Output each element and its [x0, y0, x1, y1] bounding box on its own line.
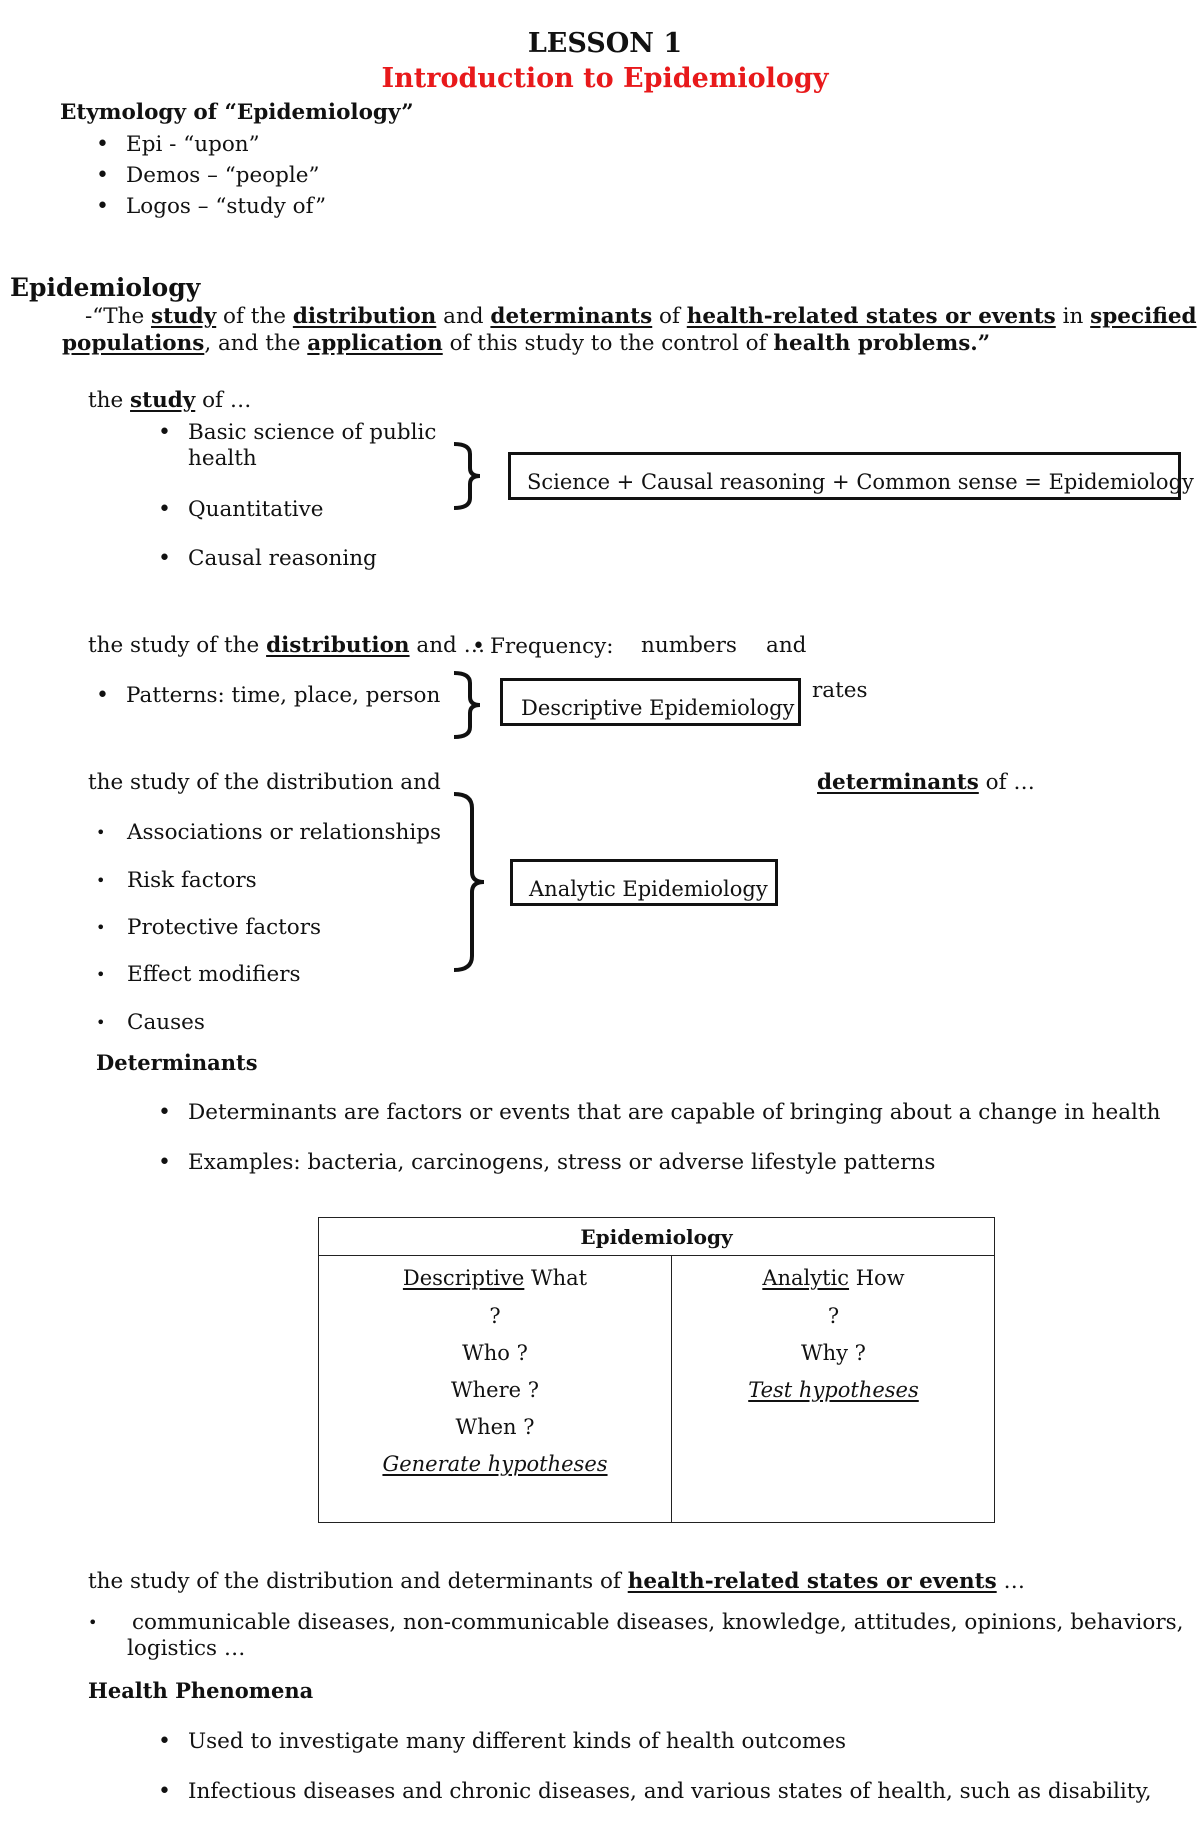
determinants-lead-word: determinants of … [817, 770, 1035, 795]
study-lead: the study of … [88, 388, 252, 413]
bullet-icon [96, 163, 126, 189]
study-item: Quantitative [158, 497, 324, 523]
lesson-number: LESSON 1 [527, 28, 683, 59]
bullet-icon [158, 546, 188, 572]
determinant-item: •Associations or relationships [96, 820, 442, 845]
descriptive-line: Who ? [462, 1341, 528, 1365]
table-col-descriptive: Descriptive What ? Who ? Where ? When ? … [319, 1256, 671, 1522]
frequency-rates: rates [812, 678, 868, 703]
etymology-item: Logos – “study of” [96, 194, 326, 220]
etymology-item: Demos – “people” [96, 163, 320, 189]
patterns-item: Patterns: time, place, person [96, 683, 440, 709]
determinants-lead: the study of the distribution and [88, 770, 441, 795]
bullet-icon: • [96, 964, 106, 984]
determinant-item: •Risk factors [96, 868, 257, 893]
bullet-icon: • [96, 917, 106, 937]
phenomena-bullet: Infectious diseases and chronic diseases… [158, 1779, 1152, 1805]
descriptive-line: When ? [455, 1415, 535, 1439]
definition-line-1: -“The study of the distribution and dete… [85, 304, 1197, 329]
bullet-icon [96, 132, 126, 158]
test-hypotheses: Test hypotheses [748, 1378, 919, 1402]
study-item: Basic science of public [158, 420, 436, 446]
bullet-icon [158, 1779, 188, 1805]
determinant-item: •Effect modifiers [96, 962, 301, 987]
health-related-bullet-continued: logistics … [127, 1636, 246, 1661]
right-brace-icon [453, 792, 485, 972]
right-brace-icon [453, 442, 481, 510]
bullet-icon [96, 683, 126, 709]
determinant-item: •Causes [96, 1010, 205, 1035]
table-col-analytic: Analytic How ? Why ? Test hypotheses [673, 1256, 994, 1522]
definition-line-2: populations, and the application of this… [62, 331, 991, 356]
descriptive-line: ? [489, 1304, 501, 1328]
bullet-icon [96, 194, 126, 220]
analytic-title: Analytic How [762, 1266, 905, 1290]
descriptive-epidemiology-box: Descriptive Epidemiology [500, 678, 801, 726]
bullet-icon [158, 1150, 188, 1176]
etymology-heading: Etymology of “Epidemiology” [60, 100, 414, 125]
analytic-epidemiology-box: Analytic Epidemiology [510, 859, 778, 906]
distribution-lead: the study of the distribution and … [88, 633, 486, 658]
study-item: Causal reasoning [158, 546, 377, 572]
right-brace-icon [453, 671, 481, 739]
generate-hypotheses: Generate hypotheses [382, 1452, 608, 1476]
determinants-heading: Determinants [96, 1050, 258, 1075]
health-related-lead: the study of the distribution and determ… [88, 1569, 1026, 1594]
determinants-bullet: Determinants are factors or events that … [158, 1100, 1160, 1126]
table-divider [671, 1256, 672, 1522]
determinants-bullet: Examples: bacteria, carcinogens, stress … [158, 1150, 935, 1176]
phenomena-bullet: Used to investigate many different kinds… [158, 1729, 846, 1755]
descriptive-line: Where ? [451, 1378, 539, 1402]
study-item-continued: health [188, 446, 257, 471]
bullet-icon [472, 634, 490, 660]
bullet-icon: • [96, 822, 106, 842]
epidemiology-formula-box: Science + Causal reasoning + Common sens… [508, 452, 1194, 500]
frequency-and: and [766, 633, 807, 658]
bullet-icon [158, 1100, 188, 1126]
section-heading-epidemiology: Epidemiology [10, 273, 201, 302]
bullet-icon [158, 497, 188, 523]
analytic-line: Why ? [801, 1341, 866, 1365]
table-header: Epidemiology [319, 1218, 994, 1256]
bullet-icon: • [96, 870, 106, 890]
lesson-title: Introduction to Epidemiology [381, 63, 829, 94]
epidemiology-comparison-table: Epidemiology Descriptive What ? Who ? Wh… [318, 1217, 995, 1523]
determinant-item: •Protective factors [96, 915, 322, 940]
health-related-bullet: •communicable diseases, non-communicable… [88, 1610, 1184, 1635]
bullet-icon [158, 1729, 188, 1755]
descriptive-title: Descriptive What [402, 1266, 588, 1290]
frequency-numbers: numbers [641, 633, 737, 658]
bullet-icon [158, 420, 188, 446]
bullet-icon: • [96, 1012, 106, 1032]
health-phenomena-heading: Health Phenomena [88, 1678, 314, 1703]
frequency-item: Frequency: [472, 634, 614, 660]
bullet-icon: • [88, 1612, 98, 1632]
etymology-item: Epi - “upon” [96, 132, 260, 158]
analytic-line: ? [827, 1304, 840, 1328]
